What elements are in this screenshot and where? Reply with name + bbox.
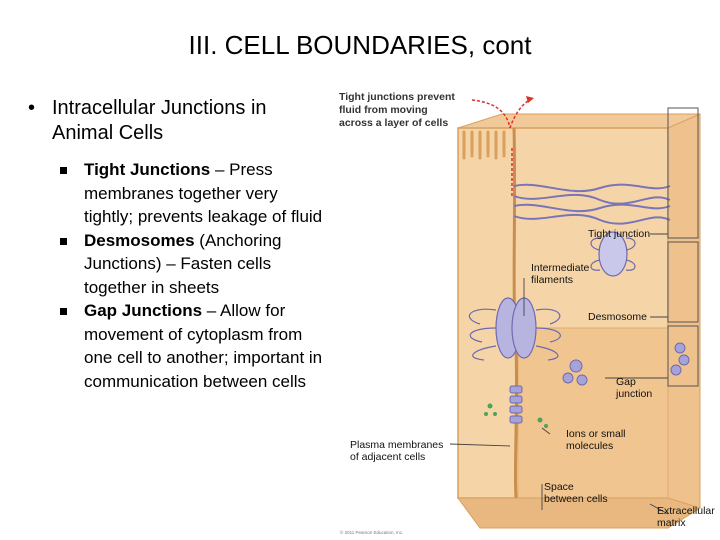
label-ions-2: molecules — [566, 440, 613, 452]
square-bullet-icon — [60, 237, 67, 245]
label-plasma-1: Plasma membranes — [350, 439, 443, 451]
list-item-desmosome: Desmosomes (Anchoring Junctions) – Faste… — [56, 229, 324, 300]
caption-top-line-1: Tight junctions prevent — [339, 91, 455, 103]
cell-base — [457, 497, 702, 529]
square-bullet-icon — [60, 167, 67, 174]
ions-dots — [484, 403, 548, 428]
copyright-text: © 2011 Pearson Education, Inc. — [340, 529, 403, 535]
label-intermediate-filaments-2: filaments — [531, 274, 573, 286]
main-bullet-text: Intracellular Junctions in Animal Cells — [52, 97, 267, 144]
label-tight-junction: Tight junction — [588, 228, 650, 240]
fluid-arrowhead-icon — [526, 96, 534, 103]
label-ecm-1: Extracellular — [657, 505, 715, 517]
label-space-2: between cells — [544, 493, 608, 505]
list-item-tight: Tight Junctions – Press membranes togeth… — [56, 158, 324, 229]
cell-junctions-figure: Tight junctions prevent fluid from movin… — [339, 91, 715, 535]
slide-title: III. CELL BOUNDARIES, cont — [188, 30, 532, 60]
label-desmosome: Desmosome — [588, 311, 647, 323]
term-gap: Gap Junctions — [84, 301, 203, 320]
label-gap-junction-2: junction — [615, 388, 652, 400]
label-plasma-2: of adjacent cells — [350, 451, 425, 463]
microvilli — [462, 130, 506, 160]
label-space-1: Space — [544, 481, 574, 493]
label-ecm-2: matrix — [657, 517, 686, 529]
cell-lower-right — [517, 327, 669, 499]
gap-junction-inset — [562, 342, 690, 386]
desc-desmosome: (Anchoring Junctions) – Fasten cells tog… — [84, 230, 282, 297]
bullet-marker: • — [28, 97, 36, 119]
caption-top-line-2: fluid from moving — [339, 104, 428, 116]
list-item-gap: Gap Junctions – Allow for movement of cy… — [56, 299, 324, 393]
cell-side-face — [667, 113, 701, 529]
main-bullet: • Intracellular Junctions in Animal Cell… — [28, 96, 328, 146]
label-ions-1: Ions or small — [566, 428, 626, 440]
term-tight: Tight Junctions — [84, 160, 211, 179]
square-bullet-icon — [60, 308, 67, 315]
desmosome-structure — [468, 297, 561, 361]
term-desmosome: Desmosomes — [84, 230, 195, 250]
label-gap-junction-1: Gap — [616, 376, 636, 388]
inset-boxes — [667, 107, 699, 387]
gap-junction-structure — [509, 385, 523, 424]
tight-junction-strands — [513, 183, 671, 225]
desc-tight: – Press membranes together very tightly;… — [84, 160, 323, 226]
junction-list: Tight Junctions – Press membranes togeth… — [56, 158, 324, 393]
leader-lines — [449, 233, 669, 515]
desmosome-inset — [590, 231, 636, 277]
desc-gap: – Allow for movement of cytoplasm from o… — [84, 301, 323, 391]
caption-top-line-3: across a layer of cells — [339, 117, 448, 129]
label-intermediate-filaments-1: Intermediate — [531, 262, 590, 274]
